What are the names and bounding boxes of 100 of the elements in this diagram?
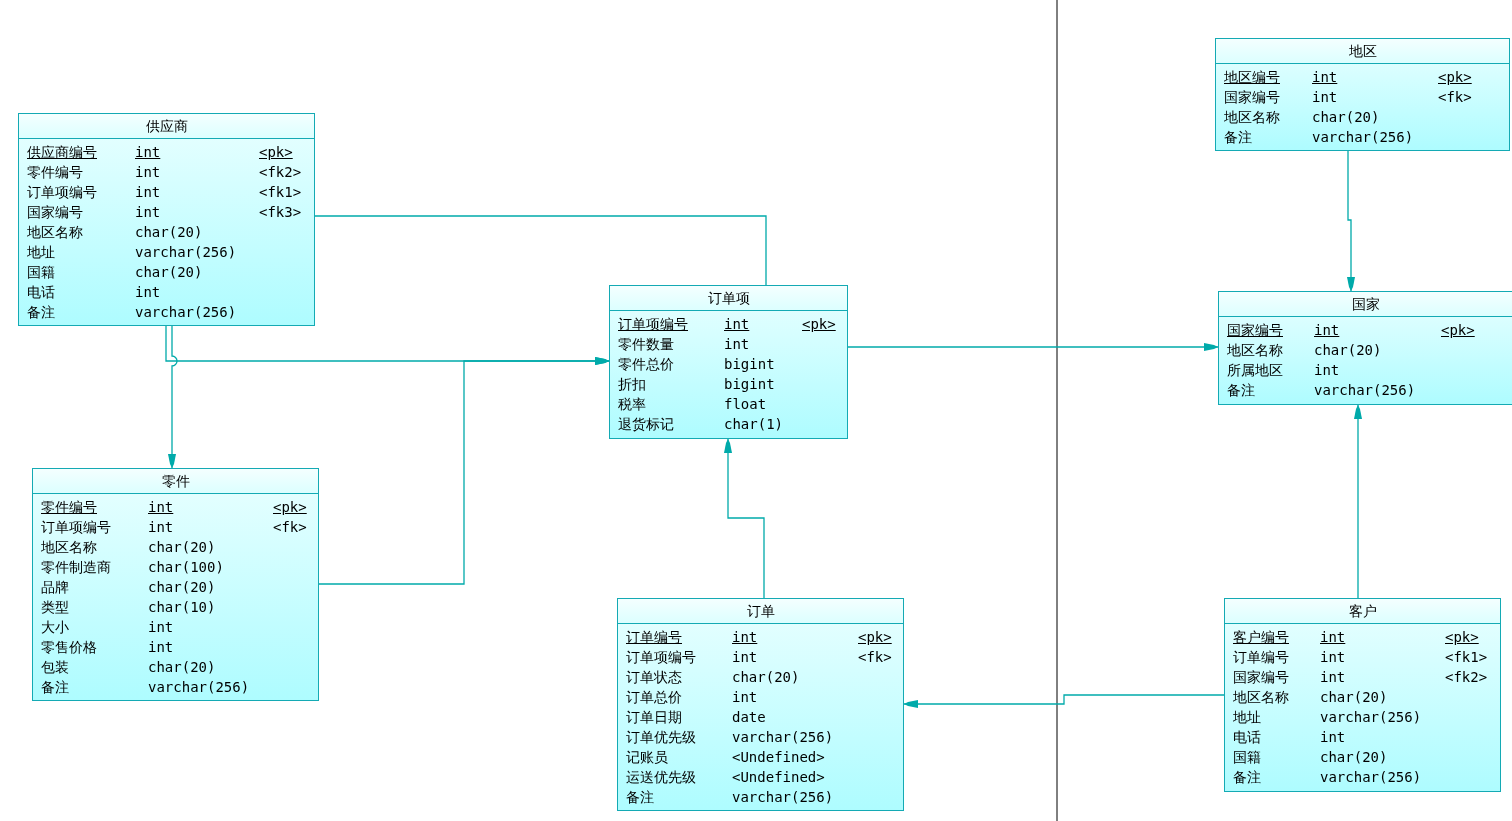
data-type: int [1314, 361, 1340, 380]
column-name: 地址 [1233, 708, 1261, 727]
data-type: int [1312, 88, 1338, 107]
column-name: 包装 [41, 658, 69, 677]
column-name: 国家编号 [1227, 321, 1283, 340]
key-tag: <fk> [1438, 87, 1472, 107]
column-name: 地区名称 [1224, 108, 1280, 127]
data-type: varchar(256) [1314, 381, 1416, 400]
column-name: 大小 [41, 618, 69, 637]
key-tag: <pk> [802, 314, 836, 334]
data-type: varchar(256) [732, 788, 834, 807]
data-type: char(20) [1314, 341, 1382, 360]
data-type: bigint [724, 355, 775, 374]
key-tag: <pk> [273, 497, 307, 517]
entity-table [609, 285, 848, 439]
entity-table [1224, 598, 1501, 792]
data-type: float [724, 395, 767, 414]
key-tag: <pk> [858, 627, 892, 647]
key-tag: <pk> [1445, 627, 1479, 647]
column-name: 订单项编号 [618, 315, 688, 334]
column-name: 地区名称 [1233, 688, 1289, 707]
data-type: bigint [724, 375, 775, 394]
data-type: char(20) [732, 668, 800, 687]
column-name: 所属地区 [1227, 361, 1283, 380]
data-type: int [135, 283, 161, 302]
column-name: 退货标记 [618, 415, 674, 434]
entity-table [617, 598, 904, 811]
column-name: 备注 [1233, 768, 1261, 787]
column-name: 运送优先级 [626, 768, 696, 787]
column-name: 订单项编号 [626, 648, 696, 667]
data-type: int [1320, 668, 1346, 687]
column-name: 订单项编号 [41, 518, 111, 537]
key-tag: <pk> [1441, 320, 1475, 340]
column-name: 地区名称 [27, 223, 83, 242]
column-name: 零件数量 [618, 335, 674, 354]
data-type: char(10) [148, 598, 216, 617]
column-name: 地区编号 [1224, 68, 1280, 87]
data-type: varchar(256) [148, 678, 250, 697]
data-type: <Undefined> [732, 748, 825, 767]
table-title: 订单 [618, 599, 903, 624]
key-tag: <pk> [1438, 67, 1472, 87]
column-name: 国籍 [27, 263, 55, 282]
column-name: 记账员 [626, 748, 668, 767]
data-type: int [148, 638, 174, 657]
data-type: char(20) [135, 263, 203, 282]
data-type: varchar(256) [732, 728, 834, 747]
column-name: 订单状态 [626, 668, 682, 687]
data-type: varchar(256) [135, 243, 237, 262]
column-name: 订单优先级 [626, 728, 696, 747]
data-type: int [732, 648, 758, 667]
table-title: 客户 [1225, 599, 1500, 624]
data-type: char(20) [148, 578, 216, 597]
data-type: int [732, 628, 758, 647]
data-type: int [135, 163, 161, 182]
column-name: 类型 [41, 598, 69, 617]
data-type: int [135, 203, 161, 222]
entity-table [1218, 291, 1512, 405]
data-type: varchar(256) [1320, 708, 1422, 727]
data-type: char(1) [724, 415, 783, 434]
column-name: 零件制造商 [41, 558, 111, 577]
column-name: 订单日期 [626, 708, 682, 727]
column-name: 订单项编号 [27, 183, 97, 202]
column-name: 零件编号 [41, 498, 97, 517]
column-name: 备注 [626, 788, 654, 807]
column-name: 备注 [1224, 128, 1252, 147]
data-type: char(100) [148, 558, 224, 577]
data-type: int [135, 143, 161, 162]
data-type: int [724, 335, 750, 354]
data-type: int [148, 498, 174, 517]
data-type: varchar(256) [1312, 128, 1414, 147]
key-tag: <pk> [259, 142, 293, 162]
key-tag: <fk3> [259, 202, 302, 222]
column-name: 国家编号 [1224, 88, 1280, 107]
column-name: 电话 [27, 283, 55, 302]
table-title: 零件 [33, 469, 318, 494]
data-type: char(20) [148, 658, 216, 677]
key-tag: <fk1> [259, 182, 302, 202]
data-type: int [148, 618, 174, 637]
key-tag: <fk> [858, 647, 892, 667]
data-type: int [732, 688, 758, 707]
data-type: char(20) [135, 223, 203, 242]
column-name: 零件总价 [618, 355, 674, 374]
data-type: char(20) [1312, 108, 1380, 127]
key-tag: <fk2> [259, 162, 302, 182]
column-name: 订单编号 [1233, 648, 1289, 667]
column-name: 地区名称 [1227, 341, 1283, 360]
data-type: int [1314, 321, 1340, 340]
data-type: date [732, 708, 766, 727]
data-type: varchar(256) [1320, 768, 1422, 787]
data-type: int [148, 518, 174, 537]
data-type: int [1320, 648, 1346, 667]
data-type: int [1320, 728, 1346, 747]
entity-table [18, 113, 315, 326]
column-name: 零件编号 [27, 163, 83, 182]
data-type: varchar(256) [135, 303, 237, 322]
column-name: 电话 [1233, 728, 1261, 747]
table-title: 订单项 [610, 286, 847, 311]
column-name: 国家编号 [1233, 668, 1289, 687]
column-name: 订单总价 [626, 688, 682, 707]
entity-table [1215, 38, 1510, 151]
